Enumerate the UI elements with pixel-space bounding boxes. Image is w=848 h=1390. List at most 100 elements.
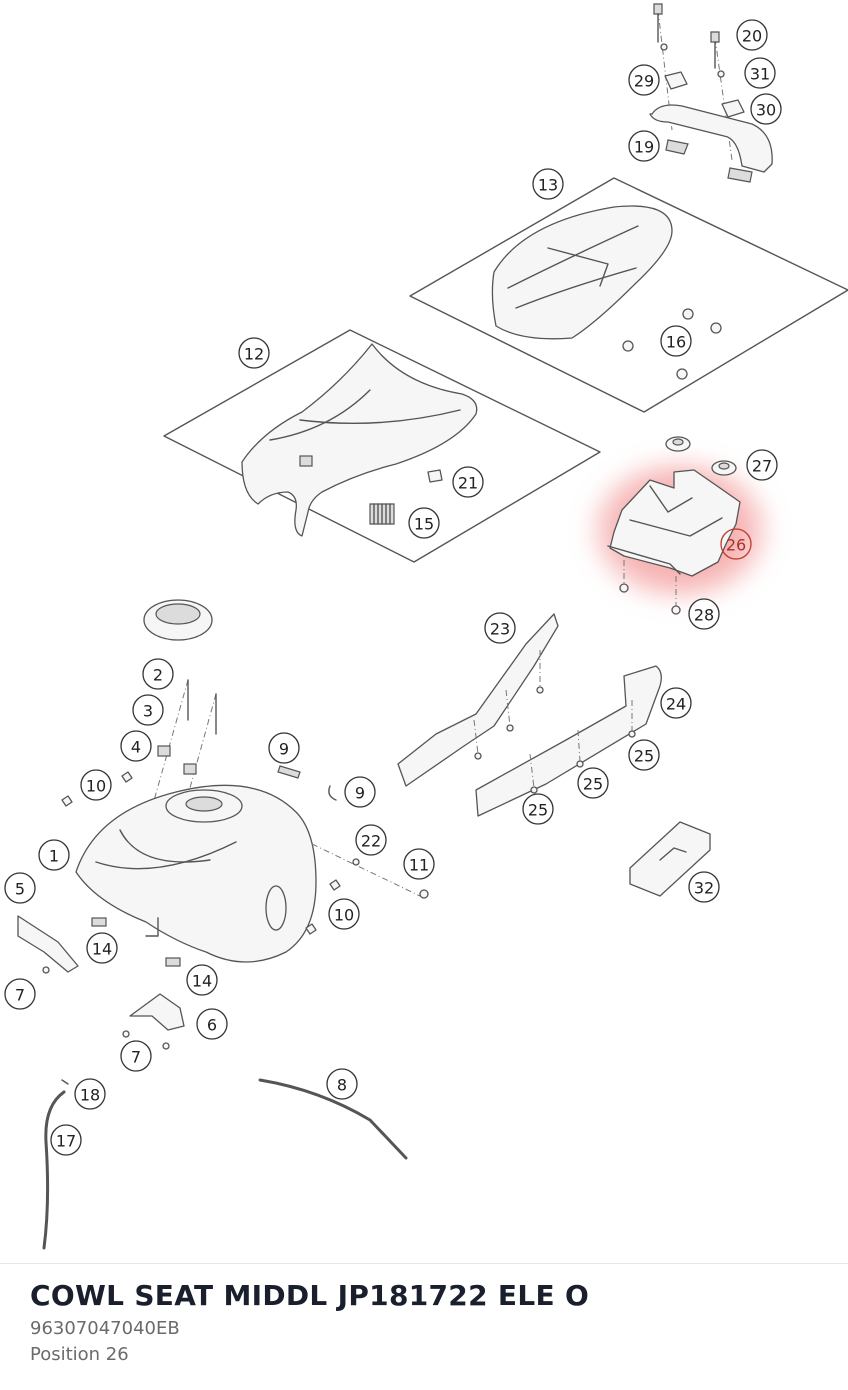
- callout-label: 10: [334, 906, 354, 925]
- callout-label: 22: [361, 832, 381, 851]
- callout-circle: [328, 898, 360, 930]
- callout-label: 29: [634, 72, 654, 91]
- callout-25[interactable]: 25: [522, 793, 554, 825]
- callout-circle: [660, 687, 692, 719]
- callout-label: 9: [279, 740, 289, 759]
- callout-label: 4: [131, 738, 141, 757]
- callout-29[interactable]: 29: [628, 64, 660, 96]
- callout-label: 2: [153, 666, 163, 685]
- callout-6[interactable]: 6: [196, 1008, 228, 1040]
- callout-label: 6: [207, 1016, 217, 1035]
- callout-2[interactable]: 2: [142, 658, 174, 690]
- callout-16[interactable]: 16: [660, 325, 692, 357]
- callout-circle: [120, 730, 152, 762]
- part-position: Position 26: [30, 1344, 129, 1365]
- callout-21[interactable]: 21: [452, 466, 484, 498]
- callout-24[interactable]: 24: [660, 687, 692, 719]
- callout-18[interactable]: 18: [74, 1078, 106, 1110]
- callout-19[interactable]: 19: [628, 130, 660, 162]
- callout-label: 14: [92, 940, 112, 959]
- callout-23[interactable]: 23: [484, 612, 516, 644]
- callout-3[interactable]: 3: [132, 694, 164, 726]
- callout-10[interactable]: 10: [80, 769, 112, 801]
- callout-label: 9: [355, 784, 365, 803]
- callout-circle: [186, 964, 218, 996]
- callout-label: 8: [337, 1076, 347, 1095]
- callout-12[interactable]: 12: [238, 337, 270, 369]
- callout-14[interactable]: 14: [186, 964, 218, 996]
- callout-9[interactable]: 9: [344, 776, 376, 808]
- callout-circle: [736, 19, 768, 51]
- callout-label: 23: [490, 620, 510, 639]
- callout-14[interactable]: 14: [86, 932, 118, 964]
- callout-7[interactable]: 7: [4, 978, 36, 1010]
- callout-circle: [750, 93, 782, 125]
- callout-label: 18: [80, 1086, 100, 1105]
- callout-circle: [628, 739, 660, 771]
- rear-seat-assembly: [409, 177, 848, 413]
- callout-circle: [4, 872, 36, 904]
- callout-label: 24: [666, 695, 686, 714]
- callout-label: 21: [458, 474, 478, 493]
- callout-label: 7: [15, 986, 25, 1005]
- part-info-panel: COWL SEAT MIDDL JP181722 ELE O 963070470…: [30, 1276, 830, 1368]
- part-number: 96307047040EB: [30, 1318, 180, 1339]
- callout-label: 16: [666, 333, 686, 352]
- callout-8[interactable]: 8: [326, 1068, 358, 1100]
- callout-circle: [452, 466, 484, 498]
- callout-label: 25: [528, 801, 548, 820]
- callout-label: 27: [752, 457, 772, 476]
- grab-handle-assembly: [649, 3, 773, 183]
- callout-25[interactable]: 25: [628, 739, 660, 771]
- callout-label: 25: [583, 775, 603, 794]
- cowl-seat-middle-highlight: [584, 436, 776, 615]
- callout-32[interactable]: 32: [688, 871, 720, 903]
- tool-pouch: [629, 821, 711, 897]
- callout-label: 13: [538, 176, 558, 195]
- rear-frame-rails: [397, 613, 662, 817]
- callout-label: 25: [634, 747, 654, 766]
- callout-circle: [628, 130, 660, 162]
- callout-label: 5: [15, 880, 25, 899]
- callout-20[interactable]: 20: [736, 19, 768, 51]
- callout-circle: [577, 767, 609, 799]
- callout-26[interactable]: 26: [720, 528, 752, 560]
- callout-17[interactable]: 17: [50, 1124, 82, 1156]
- callout-15[interactable]: 15: [408, 507, 440, 539]
- callout-circle: [688, 598, 720, 630]
- callout-circle: [746, 449, 778, 481]
- callout-circle: [38, 839, 70, 871]
- callout-1[interactable]: 1: [38, 839, 70, 871]
- callout-10[interactable]: 10: [328, 898, 360, 930]
- callout-label: 32: [694, 879, 714, 898]
- callout-5[interactable]: 5: [4, 872, 36, 904]
- callout-label: 15: [414, 515, 434, 534]
- callout-25[interactable]: 25: [577, 767, 609, 799]
- callout-circle: [522, 793, 554, 825]
- callout-label: 3: [143, 702, 153, 721]
- callout-31[interactable]: 31: [744, 57, 776, 89]
- callout-22[interactable]: 22: [355, 824, 387, 856]
- part-title: COWL SEAT MIDDL JP181722 ELE O: [30, 1279, 590, 1312]
- callout-circle: [238, 337, 270, 369]
- callout-circle: [326, 1068, 358, 1100]
- callout-13[interactable]: 13: [532, 168, 564, 200]
- callout-7[interactable]: 7: [120, 1040, 152, 1072]
- callout-9[interactable]: 9: [268, 732, 300, 764]
- callout-circle: [344, 776, 376, 808]
- divider: [0, 1263, 848, 1264]
- callout-label: 10: [86, 777, 106, 796]
- callout-circle: [74, 1078, 106, 1110]
- callout-label: 20: [742, 27, 762, 46]
- callout-label: 1: [49, 847, 59, 866]
- callout-30[interactable]: 30: [750, 93, 782, 125]
- callout-27[interactable]: 27: [746, 449, 778, 481]
- callout-circle: [403, 848, 435, 880]
- callout-28[interactable]: 28: [688, 598, 720, 630]
- callout-11[interactable]: 11: [403, 848, 435, 880]
- callout-circle: [355, 824, 387, 856]
- callout-circle: [408, 507, 440, 539]
- fuel-tank-assembly: [17, 679, 429, 1050]
- callout-circle: [484, 612, 516, 644]
- callout-4[interactable]: 4: [120, 730, 152, 762]
